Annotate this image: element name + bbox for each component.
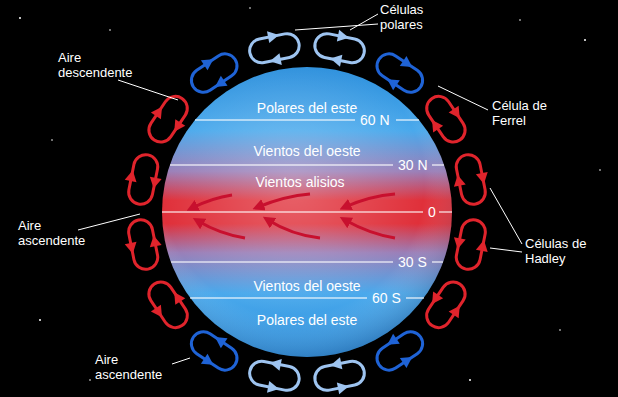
latitude-label: 30 N bbox=[398, 157, 428, 174]
globe-shade bbox=[162, 67, 452, 357]
cell-arrowhead bbox=[449, 302, 465, 318]
cell-loop bbox=[183, 322, 245, 380]
cell-arrowhead bbox=[476, 239, 490, 252]
cell-arrowhead bbox=[125, 169, 139, 182]
cell-outline bbox=[422, 277, 470, 332]
band-label: Polares del este bbox=[257, 100, 357, 117]
band-label: Polares del este bbox=[257, 312, 357, 329]
cell-loop bbox=[448, 217, 493, 273]
cell-arrowhead bbox=[125, 242, 139, 255]
band-label: Vientos alisios bbox=[255, 174, 344, 191]
cell-arrowhead bbox=[384, 74, 400, 90]
cell-arrowhead bbox=[151, 103, 167, 119]
callout-label: Aire descendente bbox=[58, 50, 138, 80]
cell-loop bbox=[246, 26, 302, 71]
cell-loop bbox=[139, 88, 197, 150]
cell-outline bbox=[144, 277, 192, 332]
cell-loop bbox=[417, 88, 475, 150]
callout-label: Células de Hadley bbox=[525, 236, 597, 266]
cell-arrowhead bbox=[267, 381, 280, 395]
cell-arrowhead bbox=[267, 29, 280, 43]
cell-arrowhead bbox=[212, 332, 228, 348]
callout-label: Aire ascendente bbox=[95, 352, 171, 382]
leader-lines bbox=[78, 14, 522, 364]
stars bbox=[19, 7, 601, 381]
cell-arrowhead bbox=[269, 53, 282, 67]
cell-loop bbox=[183, 44, 245, 102]
cell-loop bbox=[246, 353, 302, 397]
cell-loop bbox=[312, 26, 368, 71]
globe bbox=[162, 67, 452, 357]
cell-outline bbox=[187, 49, 242, 97]
cell-arrowhead bbox=[400, 352, 416, 368]
cell-loop bbox=[417, 274, 475, 336]
cell-arrowhead bbox=[476, 172, 490, 185]
cell-arrowhead bbox=[201, 54, 217, 70]
cell-arrowhead bbox=[169, 289, 185, 305]
cell-outline bbox=[372, 49, 427, 97]
circulation-cells bbox=[121, 26, 494, 397]
cell-loop bbox=[448, 151, 493, 207]
cell-arrowhead bbox=[212, 76, 228, 92]
cell-loop bbox=[121, 151, 166, 207]
cell-outline bbox=[187, 327, 242, 375]
cell-arrowhead bbox=[337, 380, 350, 394]
latitude-label: 30 S bbox=[398, 254, 427, 271]
cell-outline bbox=[422, 92, 470, 147]
cell-arrowhead bbox=[329, 357, 342, 371]
callout-label: Célula de Ferrel bbox=[492, 98, 554, 128]
cell-arrowhead bbox=[427, 291, 443, 307]
cell-arrowhead bbox=[148, 234, 162, 247]
cell-loop bbox=[139, 274, 197, 336]
cell-arrowhead bbox=[427, 117, 443, 133]
cell-loop bbox=[312, 353, 368, 397]
latitude-lines bbox=[162, 120, 452, 298]
cell-loop bbox=[369, 322, 431, 380]
cell-arrowhead bbox=[329, 53, 342, 67]
band-label: Vientos del oeste bbox=[253, 278, 360, 295]
cell-arrowhead bbox=[384, 334, 400, 350]
latitude-label: 0 bbox=[428, 204, 436, 221]
cell-arrowhead bbox=[151, 305, 167, 321]
cell-arrowhead bbox=[452, 174, 466, 187]
callout-label: Aire ascendente bbox=[18, 218, 88, 248]
cell-arrowhead bbox=[269, 357, 282, 371]
cell-loop bbox=[121, 217, 166, 273]
cell-arrowhead bbox=[337, 30, 350, 44]
latitude-label: 60 N bbox=[360, 112, 390, 129]
cell-outline bbox=[372, 327, 427, 375]
cell-arrowhead bbox=[201, 354, 217, 370]
latitude-label: 60 S bbox=[372, 290, 401, 307]
cell-arrowhead bbox=[400, 56, 416, 72]
cell-arrowhead bbox=[452, 237, 466, 250]
band-label: Vientos del oeste bbox=[253, 143, 360, 160]
cell-arrowhead bbox=[169, 119, 185, 135]
trade-wind-arrows bbox=[192, 194, 395, 238]
cell-arrowhead bbox=[148, 177, 162, 190]
cell-arrowhead bbox=[449, 106, 465, 122]
cell-loop bbox=[369, 44, 431, 102]
callout-label: Células polares bbox=[380, 2, 442, 32]
cell-outline bbox=[144, 92, 192, 147]
